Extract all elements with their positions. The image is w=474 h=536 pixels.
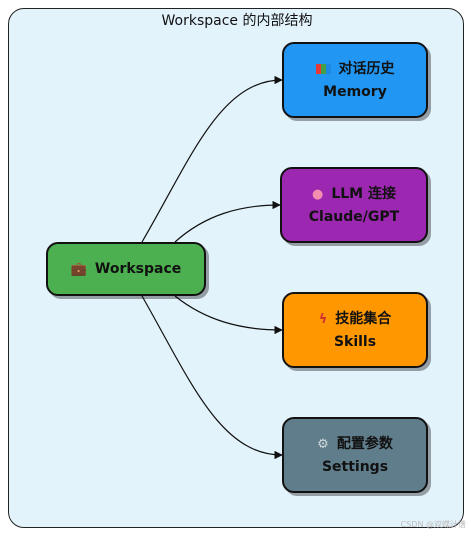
workspace-label: Workspace (94, 260, 182, 277)
edge-workspace-skills (174, 295, 283, 335)
brain-icon: ● (312, 186, 324, 202)
edge-workspace-settings (141, 295, 283, 460)
llm-subtitle: Claude/GPT (308, 208, 400, 225)
books-icon (315, 59, 331, 81)
edge-workspace-llm (174, 200, 281, 243)
settings-subtitle: Settings (321, 458, 389, 475)
memory-title: 对话历史 (338, 60, 395, 77)
skills-title: 技能集合 (335, 310, 392, 327)
skills-subtitle: Skills (333, 333, 377, 350)
memory-node: 对话历史 Memory (282, 42, 428, 118)
lightning-icon: ϟ (318, 311, 328, 327)
edge-workspace-memory (141, 75, 283, 243)
workspace-node: 💼 Workspace (46, 242, 206, 296)
settings-node: ⚙ 配置参数 Settings (282, 417, 428, 493)
llm-node: ● LLM 连接 Claude/GPT (280, 167, 428, 243)
llm-title: LLM 连接 (331, 185, 396, 202)
memory-subtitle: Memory (323, 83, 387, 100)
skills-node: ϟ 技能集合 Skills (282, 292, 428, 368)
watermark: CSDN @双蝶计谱 (400, 520, 466, 529)
diagram-title: Workspace 的内部结构 (161, 13, 313, 29)
briefcase-icon: 💼 (70, 261, 87, 277)
settings-title: 配置参数 (336, 435, 393, 452)
gear-icon: ⚙ (317, 436, 329, 452)
